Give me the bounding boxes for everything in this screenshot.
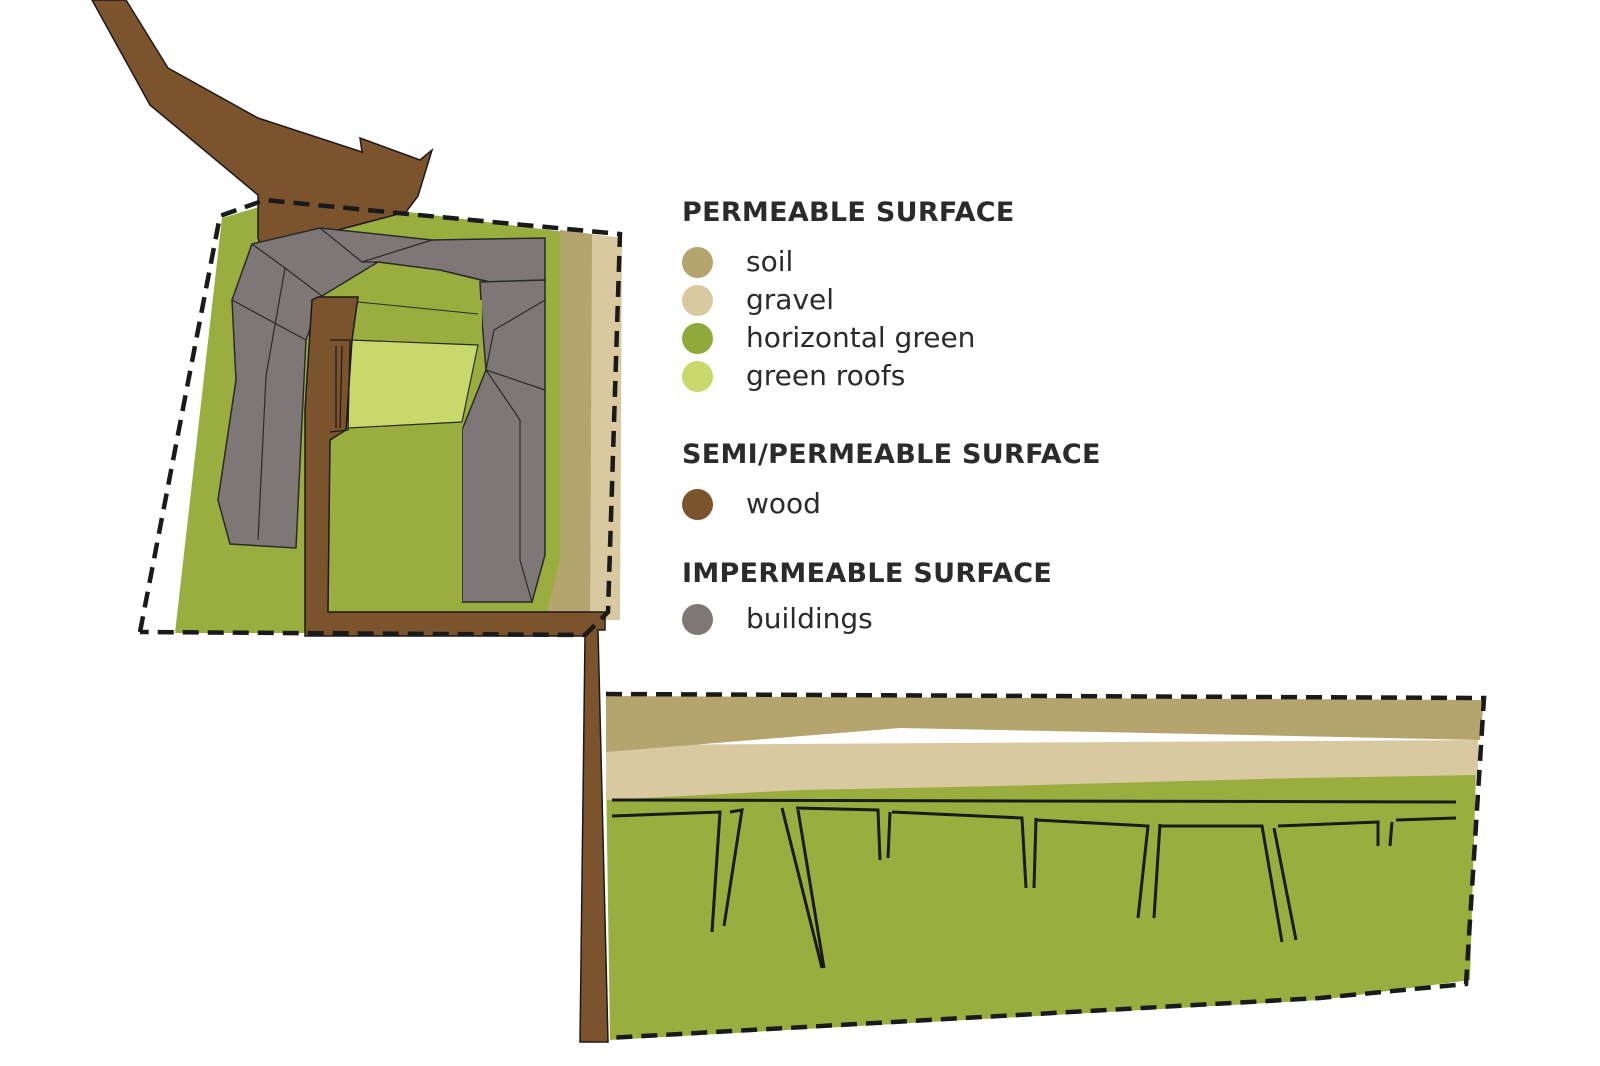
upper-site-gravel-strip xyxy=(590,234,622,620)
wood-entry-path xyxy=(91,0,434,251)
map-legend: PERMEABLE SURFACE soil gravel horizontal… xyxy=(682,196,1242,658)
legend-group-permeable: PERMEABLE SURFACE soil gravel horizontal… xyxy=(682,196,1242,396)
walkway-stair-lines xyxy=(329,339,351,433)
lower-site-boundary xyxy=(605,691,1487,1041)
wood-swatch-icon xyxy=(682,489,713,520)
legend-group-semi-permeable: SEMI/PERMEABLE SURFACE wood xyxy=(682,438,1242,529)
lower-site-soil xyxy=(606,696,1484,752)
legend-item-gravel: gravel xyxy=(682,282,1242,320)
courtyard-edge xyxy=(357,301,479,315)
buildings-swatch-icon xyxy=(682,604,713,635)
legend-heading-permeable: PERMEABLE SURFACE xyxy=(682,197,1015,228)
green-roof xyxy=(347,339,479,429)
soil-swatch-icon xyxy=(682,247,713,278)
horizontal-green-swatch-icon xyxy=(682,323,713,354)
building-roof-lines xyxy=(231,227,546,603)
legend-heading-semi-permeable: SEMI/PERMEABLE SURFACE xyxy=(682,439,1101,470)
upper-site-soil-strip xyxy=(545,230,592,620)
lower-site-green xyxy=(606,770,1476,1040)
legend-item-soil: soil xyxy=(682,244,1242,282)
legend-item-green-roofs: green roofs xyxy=(682,358,1242,396)
legend-item-horizontal-green: horizontal green xyxy=(682,320,1242,358)
green-roofs-swatch-icon xyxy=(682,361,713,392)
legend-label-wood: wood xyxy=(746,487,821,520)
legend-label-gravel: gravel xyxy=(746,283,835,316)
legend-item-buildings: buildings xyxy=(682,601,1242,644)
legend-group-impermeable: IMPERMEABLE SURFACE buildings xyxy=(682,557,1242,644)
legend-label-horizontal-green: horizontal green xyxy=(746,321,976,354)
legend-item-wood: wood xyxy=(682,486,1242,529)
gravel-swatch-icon xyxy=(682,285,713,316)
legend-heading-impermeable: IMPERMEABLE SURFACE xyxy=(682,558,1053,589)
legend-label-buildings: buildings xyxy=(746,602,873,635)
legend-label-green-roofs: green roofs xyxy=(746,359,906,392)
lower-site-gravel xyxy=(606,740,1478,800)
upper-site-boundary xyxy=(137,197,623,638)
lower-site-path-lines xyxy=(611,798,1457,969)
legend-label-soil: soil xyxy=(746,245,794,278)
